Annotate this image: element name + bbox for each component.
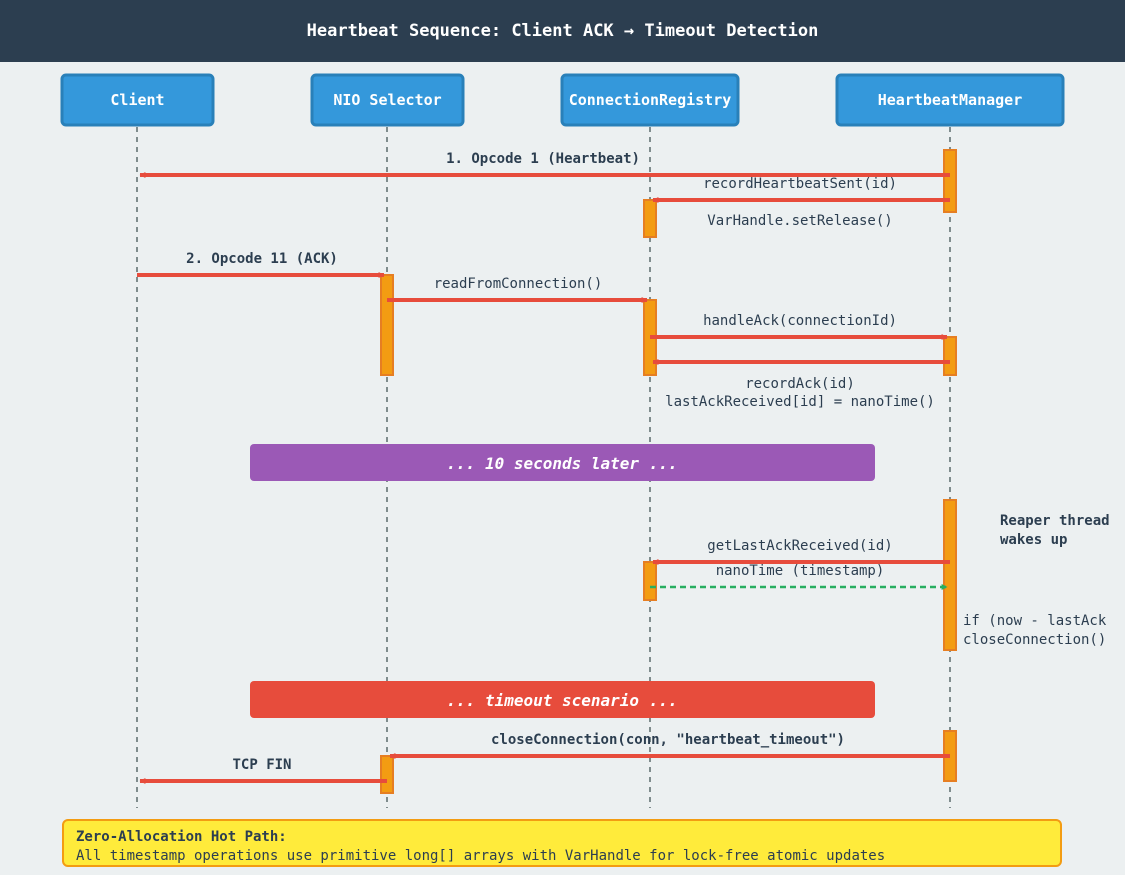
activation-registry-3 bbox=[643, 561, 657, 601]
label-record-heartbeat-sent: recordHeartbeatSent(id) bbox=[703, 176, 897, 192]
label-last-ack-received: lastAckReceived[id] = nanoTime() bbox=[665, 394, 935, 410]
activation-selector-1 bbox=[380, 274, 394, 376]
label-record-ack: recordAck(id) bbox=[745, 376, 855, 392]
activation-heartbeat-2 bbox=[943, 336, 957, 376]
divider-label-timeout: ... timeout scenario ... bbox=[446, 691, 677, 710]
activation-heartbeat-3 bbox=[943, 499, 957, 651]
footer-note: Zero-Allocation Hot Path: All timestamp … bbox=[62, 819, 1062, 867]
label-var-handle-set-release: VarHandle.setRelease() bbox=[707, 213, 892, 229]
note-wakes-up: wakes up bbox=[1000, 532, 1067, 548]
label-read-from-connection: readFromConnection() bbox=[434, 276, 603, 292]
participant-heartbeat-manager: HeartbeatManager bbox=[835, 73, 1065, 127]
footer-note-title: Zero-Allocation Hot Path: bbox=[76, 829, 287, 845]
note-close-connection: closeConnection() bbox=[963, 632, 1106, 648]
footer-note-body: All timestamp operations use primitive l… bbox=[76, 848, 886, 864]
note-timeout-check: if (now - lastAck bbox=[963, 613, 1107, 629]
participant-connection-registry: ConnectionRegistry bbox=[560, 73, 740, 127]
participant-label-nio-selector: NIO Selector bbox=[333, 91, 441, 109]
participant-client: Client bbox=[60, 73, 215, 127]
activation-selector-2 bbox=[380, 755, 394, 794]
label-nanotime-timestamp: nanoTime (timestamp) bbox=[716, 563, 885, 579]
label-tcp-fin: TCP FIN bbox=[232, 757, 291, 773]
label-heartbeat: 1. Opcode 1 (Heartbeat) bbox=[446, 151, 640, 167]
participant-label-heartbeat-manager: HeartbeatManager bbox=[878, 91, 1023, 109]
activation-heartbeat-1 bbox=[943, 149, 957, 213]
participant-label-client: Client bbox=[110, 91, 164, 109]
note-reaper-thread: Reaper thread bbox=[1000, 513, 1110, 529]
activation-registry-1 bbox=[643, 199, 657, 238]
label-handle-ack: handleAck(connectionId) bbox=[703, 313, 897, 329]
label-close-connection: closeConnection(conn, "heartbeat_timeout… bbox=[491, 732, 845, 748]
participant-label-connection-registry: ConnectionRegistry bbox=[569, 91, 732, 109]
divider-timeout-scenario: ... timeout scenario ... bbox=[250, 681, 875, 718]
label-ack: 2. Opcode 11 (ACK) bbox=[186, 251, 338, 267]
participant-nio-selector: NIO Selector bbox=[310, 73, 465, 127]
divider-10-seconds-later: ... 10 seconds later ... bbox=[250, 444, 875, 481]
diagram-title: Heartbeat Sequence: Client ACK → Timeout… bbox=[0, 0, 1125, 62]
divider-label-10-seconds: ... 10 seconds later ... bbox=[446, 454, 677, 473]
label-get-last-ack-received: getLastAckReceived(id) bbox=[707, 538, 892, 554]
